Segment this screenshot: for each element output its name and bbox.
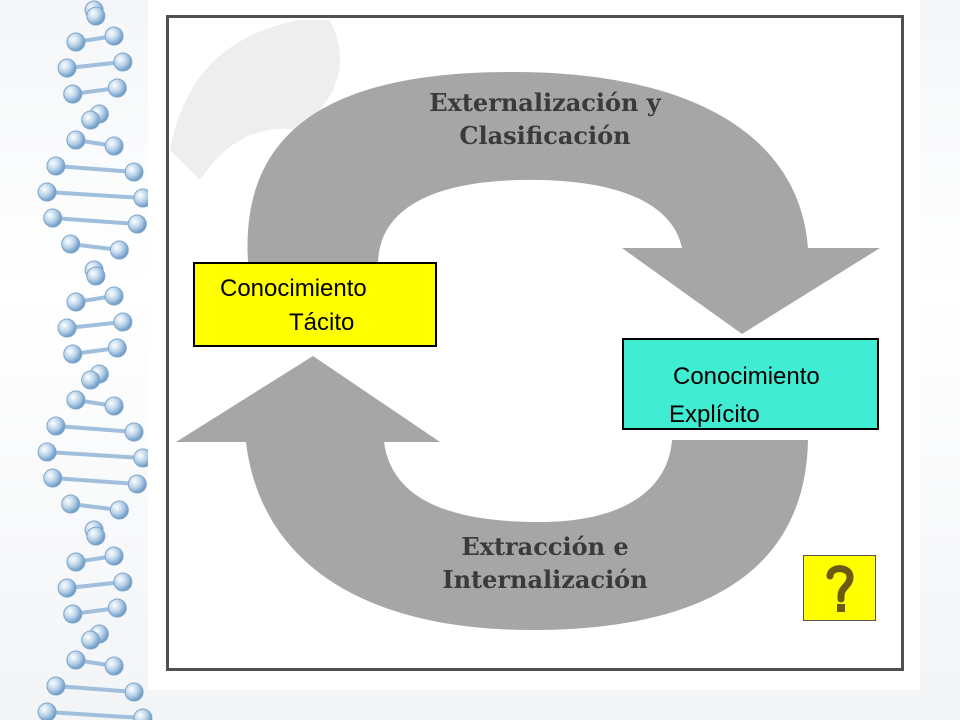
dna-bead xyxy=(127,214,147,234)
dna-bead xyxy=(61,234,81,254)
dna-decoration xyxy=(37,0,153,720)
internalization-label-line2: Internalización xyxy=(442,565,648,594)
dna-bead xyxy=(113,312,133,332)
dna-bead xyxy=(37,702,57,720)
dna-bead xyxy=(124,682,144,702)
help-button[interactable] xyxy=(803,555,876,621)
dna-bead xyxy=(104,656,124,676)
dna-bead xyxy=(113,52,133,72)
dna-bead xyxy=(104,546,124,566)
dna-bead xyxy=(63,344,83,364)
dna-bead xyxy=(104,396,124,416)
dna-rung xyxy=(45,450,145,460)
dna-bead xyxy=(81,630,101,650)
dna-bead xyxy=(66,130,86,150)
dna-bead xyxy=(66,292,86,312)
dna-bead xyxy=(127,474,147,494)
dna-rung xyxy=(53,424,137,434)
dna-bead xyxy=(109,240,129,260)
dna-bead xyxy=(57,58,77,78)
dna-bead xyxy=(37,442,57,462)
dna-bead xyxy=(63,604,83,624)
dna-rung xyxy=(45,190,145,200)
bottom-arrow xyxy=(176,356,808,631)
externalization-label: Externalización y Clasificación xyxy=(380,86,710,152)
dna-bead xyxy=(43,208,63,228)
dna-bead xyxy=(113,572,133,592)
dna-bead xyxy=(107,78,127,98)
dna-bead xyxy=(104,26,124,46)
dna-bead xyxy=(66,32,86,52)
explicit-box-line2: Explícito xyxy=(669,401,760,428)
dna-bead xyxy=(57,578,77,598)
externalization-label-line1: Externalización y xyxy=(429,88,661,117)
dna-bead xyxy=(109,500,129,520)
externalization-label-line2: Clasificación xyxy=(459,121,631,150)
dna-bead xyxy=(86,266,106,286)
dna-bead xyxy=(86,6,106,26)
explicit-box-line1: Conocimiento xyxy=(673,363,820,390)
dna-bead xyxy=(81,370,101,390)
dna-bead xyxy=(66,390,86,410)
dna-bead xyxy=(46,156,66,176)
dna-rung xyxy=(45,710,145,720)
dna-bead xyxy=(133,708,153,720)
tacit-knowledge-box: Conocimiento Tácito xyxy=(193,262,437,347)
dna-bead xyxy=(81,110,101,130)
dna-bead xyxy=(46,676,66,696)
dna-bead xyxy=(66,552,86,572)
dna-rung xyxy=(50,476,140,486)
explicit-knowledge-box: Conocimiento Explícito xyxy=(622,338,879,430)
dna-bead xyxy=(104,136,124,156)
dna-bead xyxy=(43,468,63,488)
watermark-arc xyxy=(170,20,340,180)
dna-bead xyxy=(124,422,144,442)
dna-rung xyxy=(53,164,137,174)
dna-bead xyxy=(66,650,86,670)
internalization-label: Extracción e Internalización xyxy=(380,530,710,596)
question-mark-icon xyxy=(826,565,854,612)
dna-rung xyxy=(50,216,140,226)
dna-bead xyxy=(86,526,106,546)
internalization-label-line1: Extracción e xyxy=(461,532,629,561)
tacit-box-line1: Conocimiento xyxy=(220,275,367,302)
dna-bead xyxy=(46,416,66,436)
dna-bead xyxy=(107,338,127,358)
dna-bead xyxy=(61,494,81,514)
top-arrow xyxy=(247,71,880,334)
dna-bead xyxy=(63,84,83,104)
dna-bead xyxy=(37,182,57,202)
dna-bead xyxy=(104,286,124,306)
tacit-box-line2: Tácito xyxy=(289,309,355,336)
dna-rung xyxy=(53,684,137,694)
dna-bead xyxy=(124,162,144,182)
dna-bead xyxy=(57,318,77,338)
dna-bead xyxy=(107,598,127,618)
